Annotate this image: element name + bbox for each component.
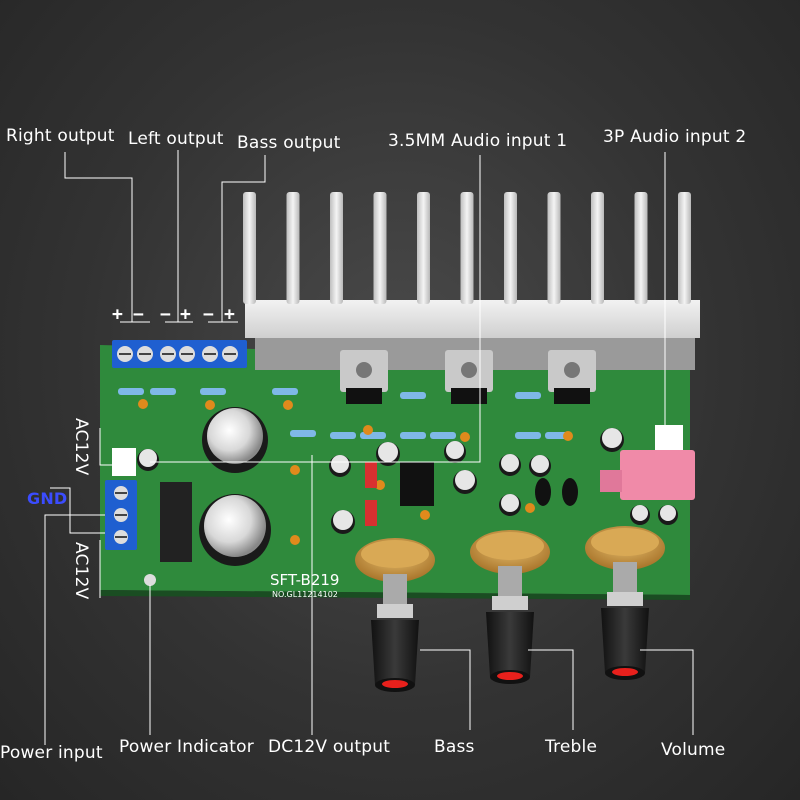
regulator	[160, 482, 192, 562]
label-ac12v-top: AC12V	[71, 418, 91, 476]
heatsink-fin	[678, 192, 691, 304]
heatsink	[243, 192, 700, 370]
heatsink-fin	[460, 192, 474, 304]
polarity-mark: +	[180, 304, 191, 325]
resistor	[272, 388, 298, 395]
capacitor-top	[378, 442, 398, 462]
resistor	[360, 432, 386, 439]
ceramic-capacitor	[420, 510, 430, 520]
ceramic-capacitor	[375, 480, 385, 490]
capacitor-top	[501, 454, 519, 472]
heatsink-fin	[286, 192, 300, 304]
polarity-mark: −	[160, 304, 171, 325]
potentiometer-knob	[470, 530, 550, 684]
heatsink-fin	[417, 192, 430, 304]
capacitor-top	[333, 510, 353, 530]
power-terminal-block	[105, 480, 137, 550]
label-treble: Treble	[545, 737, 598, 757]
capacitor-top	[531, 455, 549, 473]
potentiometers	[355, 526, 665, 692]
ceramic-capacitor	[563, 431, 573, 441]
op-amp-chip	[400, 462, 434, 506]
label-power-input: Power input	[0, 743, 103, 763]
heatsink-fin	[243, 192, 256, 304]
potentiometer-knob	[585, 526, 665, 680]
ceramic-capacitor	[290, 465, 300, 475]
resistor	[515, 392, 541, 399]
resistor	[515, 432, 541, 439]
label-gnd: GND	[27, 489, 68, 508]
label-power-indicator: Power Indicator	[119, 737, 254, 757]
capacitor-top	[446, 441, 464, 459]
label-dc12v-output: DC12V output	[268, 737, 391, 757]
ceramic-capacitor	[525, 503, 535, 513]
label-bass: Bass	[434, 737, 475, 757]
resistor	[290, 430, 316, 437]
capacitor-top	[139, 449, 157, 467]
resistor	[400, 432, 426, 439]
capacitor-top	[632, 505, 648, 521]
label-audio-input-2: 3P Audio input 2	[603, 127, 747, 147]
label-right-output: Right output	[6, 126, 115, 146]
power-led	[144, 574, 156, 586]
ceramic-capacitor	[363, 425, 373, 435]
audio-jack-3-5mm	[600, 450, 695, 500]
filter-capacitors	[199, 407, 271, 566]
ceramic-capacitor	[290, 535, 300, 545]
heatsink-fin	[373, 192, 387, 304]
annotation-lines	[44, 150, 694, 745]
resistor	[200, 388, 226, 395]
heatsink-fin	[591, 192, 604, 304]
film-capacitor	[365, 500, 377, 526]
power-connector	[112, 448, 136, 476]
resistor	[330, 432, 356, 439]
polarity-mark: +	[224, 304, 235, 325]
resistor	[150, 388, 176, 395]
ceramic-capacitor	[460, 432, 470, 442]
ceramic-capacitor	[138, 399, 148, 409]
capacitor-top	[660, 505, 676, 521]
resistor	[430, 432, 456, 439]
heatsink-fin	[330, 192, 343, 304]
label-left-output: Left output	[128, 129, 224, 149]
polarity-mark: −	[203, 304, 214, 325]
small-components	[118, 388, 678, 545]
film-capacitor	[365, 462, 377, 488]
ceramic-capacitor	[283, 400, 293, 410]
heatsink-fin	[634, 192, 648, 304]
capacitor-top	[455, 470, 475, 490]
transistor	[562, 478, 578, 506]
resistor	[118, 388, 144, 395]
heatsink-fin	[547, 192, 561, 304]
heatsink-fin	[504, 192, 517, 304]
potentiometer-knob	[355, 538, 435, 692]
resistor	[400, 392, 426, 399]
board-serial: NO.GL11214102	[272, 590, 338, 599]
label-bass-output: Bass output	[237, 133, 341, 153]
power-ics	[340, 350, 596, 404]
capacitor-top	[602, 428, 622, 448]
capacitor-top	[501, 494, 519, 512]
board-model: SFT-B219	[270, 571, 339, 589]
label-volume: Volume	[661, 740, 726, 760]
capacitor-top	[331, 455, 349, 473]
polarity-mark: +	[112, 304, 123, 325]
transistor	[535, 478, 551, 506]
audio-connector-3p	[655, 425, 683, 450]
ceramic-capacitor	[205, 400, 215, 410]
label-audio-input-1: 3.5MM Audio input 1	[388, 131, 568, 151]
label-ac12v-bottom: AC12V	[71, 542, 91, 600]
output-terminal-block	[112, 340, 247, 368]
polarity-mark: −	[133, 304, 144, 325]
